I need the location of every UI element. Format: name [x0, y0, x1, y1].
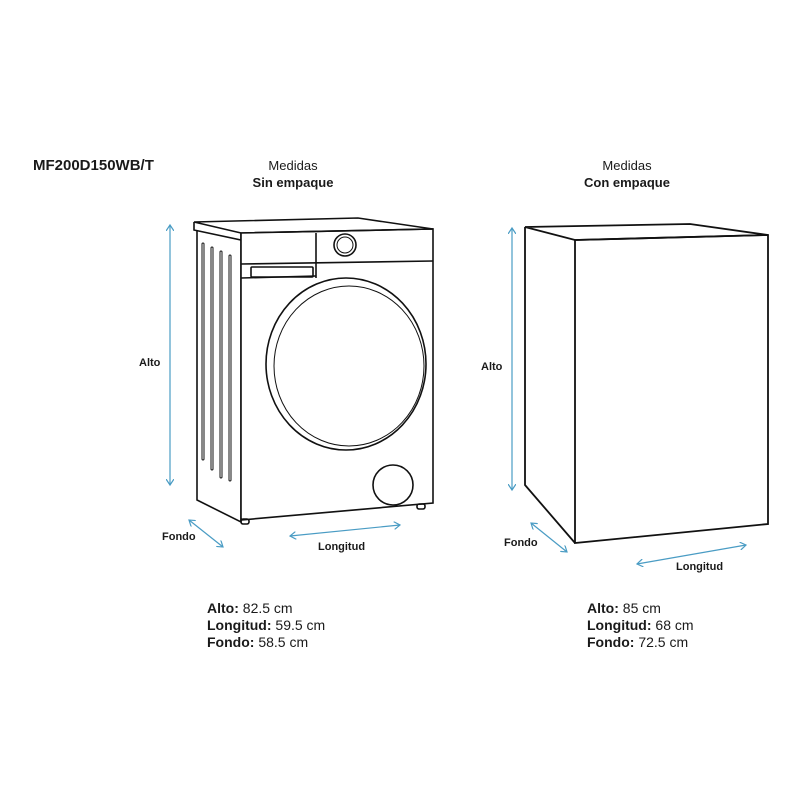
spec-row: Longitud: 68 cm — [587, 617, 694, 633]
spec-row: Alto: 85 cm — [587, 600, 661, 616]
alto-label-packed: Alto — [481, 361, 503, 373]
fondo-arrow-packed — [531, 523, 567, 552]
unpacked-heading: Medidas — [268, 158, 318, 173]
longitud-arrow-packed — [637, 545, 746, 564]
box-drawing — [524, 223, 769, 544]
longitud-label-packed: Longitud — [676, 561, 724, 573]
packed-specs: Alto: 85 cm Longitud: 68 cm Fondo: 72.5 … — [587, 600, 694, 651]
spec-row: Fondo: 72.5 cm — [587, 634, 689, 650]
spec-row: Longitud: 59.5 cm — [207, 617, 326, 633]
unpacked-specs: Alto: 82.5 cm Longitud: 59.5 cm Fondo: 5… — [207, 600, 325, 651]
dimension-arrows — [170, 225, 746, 564]
fondo-arrow-unpacked — [189, 520, 223, 547]
packed-subheading: Con empaque — [584, 175, 670, 190]
longitud-label-unpacked: Longitud — [318, 541, 366, 553]
alto-label-unpacked: Alto — [139, 357, 161, 369]
model-number: MF200D150WB/T — [33, 157, 154, 174]
spec-row: Fondo: 58.5 cm — [207, 634, 309, 650]
washer-drawing — [193, 217, 434, 525]
unpacked-subheading: Sin empaque — [252, 175, 334, 190]
fondo-label-unpacked: Fondo — [162, 531, 196, 543]
packed-heading: Medidas — [602, 158, 652, 173]
spec-row: Alto: 82.5 cm — [207, 600, 293, 616]
fondo-label-packed: Fondo — [504, 537, 538, 549]
longitud-arrow-unpacked — [290, 525, 400, 536]
